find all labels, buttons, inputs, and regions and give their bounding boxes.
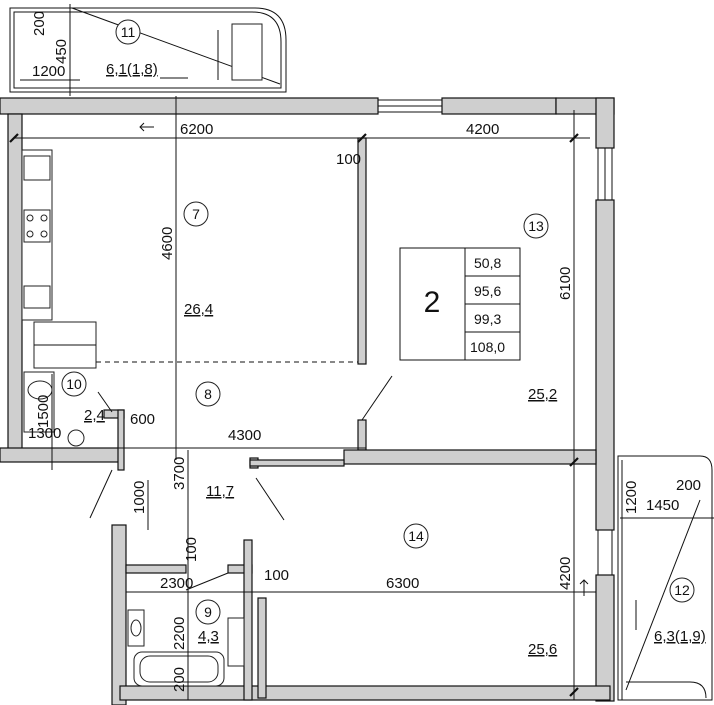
room-11: 11 6,1(1,8) [106, 19, 158, 78]
area-total-balconies: 99,3 [474, 311, 501, 327]
entry-arrows [139, 122, 589, 596]
dim-1200-right: 1200 [623, 481, 640, 514]
room-13: 13 25,2 [523, 213, 557, 403]
exterior-walls [0, 97, 615, 705]
room-9-area: 4,3 [198, 628, 219, 645]
dim-1500: 1500 [35, 395, 52, 428]
room-10-area: 2,4 [84, 407, 105, 424]
dim-200-top: 200 [31, 11, 48, 36]
room-7-number: 7 [192, 206, 200, 222]
windows [378, 99, 613, 575]
room-12-number: 12 [674, 582, 690, 598]
dim-6200: 6200 [180, 121, 213, 138]
room-9-number: 9 [204, 604, 212, 620]
dim-6100: 6100 [557, 267, 574, 300]
balcony-11 [9, 7, 287, 93]
room-8-number: 8 [204, 386, 212, 402]
dim-200-bottom: 200 [171, 667, 188, 692]
dim-100-top: 100 [336, 151, 361, 168]
room-13-area: 25,2 [528, 386, 557, 403]
dim-100-bath: 100 [264, 567, 289, 584]
dim-1200-top: 1200 [32, 63, 65, 80]
room-7: 7 26,4 [183, 201, 213, 318]
room-10: 10 2,4 [61, 371, 105, 424]
apartment-info-table: 2 50,8 95,6 99,3 108,0 [399, 247, 521, 361]
dim-200-right: 200 [676, 477, 701, 494]
room-9: 9 4,3 [195, 599, 221, 645]
room-11-number: 11 [121, 24, 136, 40]
dim-2200: 2200 [171, 617, 188, 650]
dim-2300: 2300 [160, 575, 193, 592]
room-8-area: 11,7 [206, 483, 234, 500]
room-14-number: 14 [408, 528, 424, 544]
dim-4200-top: 4200 [466, 121, 499, 138]
dim-1000: 1000 [131, 481, 148, 514]
room-14-area: 25,6 [528, 641, 557, 658]
dim-3700: 3700 [171, 457, 188, 490]
room-12-area: 6,3(1,9) [654, 628, 706, 645]
area-living: 50,8 [474, 255, 501, 271]
door-swings [89, 375, 393, 591]
apartment-rooms-count: 2 [424, 286, 441, 319]
dimension-labels: 200 450 1200 6200 4200 100 4600 6100 150… [28, 11, 701, 692]
room-11-area: 6,1(1,8) [106, 61, 158, 78]
dim-4300: 4300 [228, 427, 261, 444]
kitchen-fixtures [21, 149, 97, 369]
interior-walls [103, 137, 597, 701]
dim-600: 600 [130, 411, 155, 428]
dim-4200-right: 4200 [557, 557, 574, 590]
room-12: 12 6,3(1,9) [654, 577, 706, 645]
dim-450: 450 [53, 39, 70, 64]
room-10-number: 10 [66, 376, 82, 392]
area-total-full: 108,0 [470, 339, 505, 355]
dim-6300: 6300 [386, 575, 419, 592]
balcony-12 [617, 455, 713, 701]
dim-100-mid: 100 [183, 537, 200, 562]
area-total: 95,6 [474, 283, 501, 299]
room-8: 8 11,7 [195, 381, 234, 500]
bathroom-fixtures [23, 371, 245, 687]
dim-1450: 1450 [646, 497, 679, 514]
room-7-area: 26,4 [184, 301, 213, 318]
dim-4600: 4600 [159, 227, 176, 260]
dimension-lines [9, 4, 714, 700]
room-13-number: 13 [528, 218, 544, 234]
dim-1300: 1300 [28, 425, 61, 442]
room-14: 14 25,6 [403, 523, 557, 658]
